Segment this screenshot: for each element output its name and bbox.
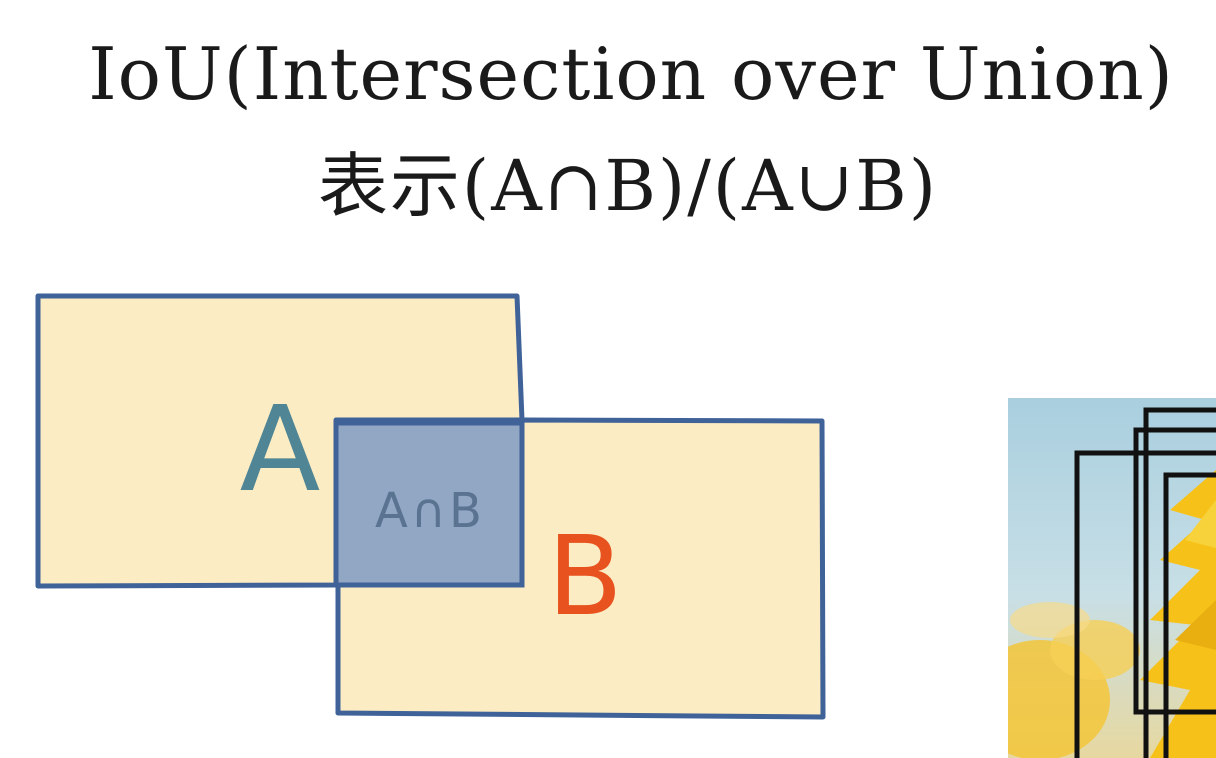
box-a — [35, 293, 525, 589]
box-b-label: B — [547, 512, 622, 640]
intersection-label: A∩B — [375, 483, 485, 539]
box-a-label: A — [240, 380, 321, 518]
sunflower-photo — [1008, 398, 1216, 758]
intersection-region — [333, 420, 525, 588]
title-line-1: IoU(Intersection over Union) — [88, 32, 1174, 116]
title-line-2: 表示(A∩B)/(A∪B) — [317, 145, 939, 227]
